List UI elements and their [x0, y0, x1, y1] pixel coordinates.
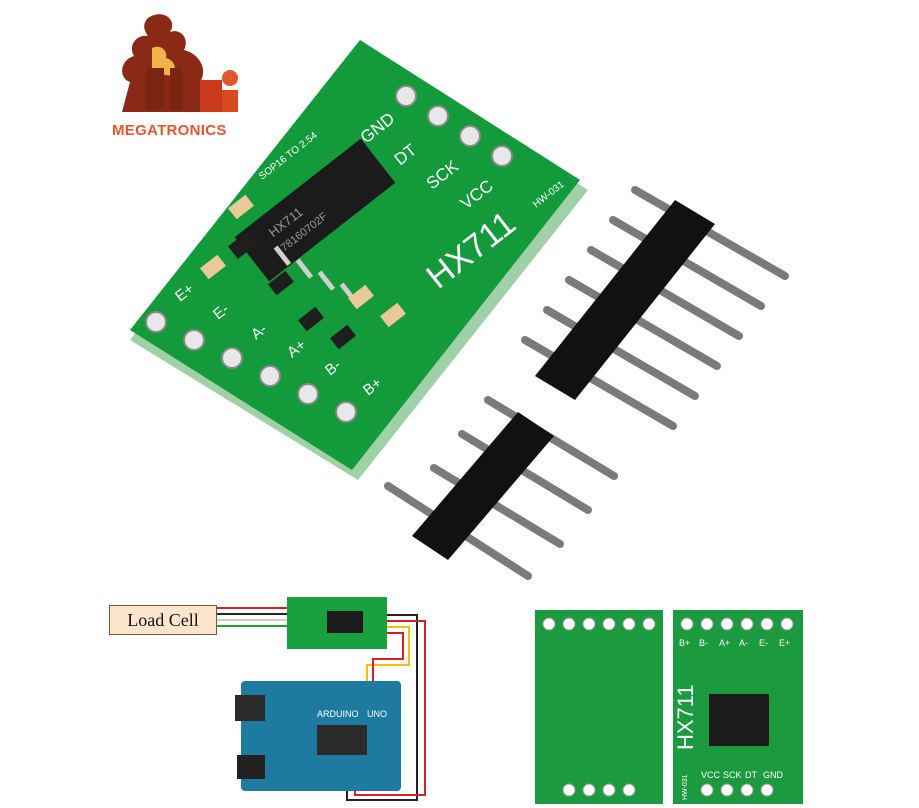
arduino-model: UNO: [367, 709, 387, 719]
front-model: HW-031: [682, 774, 689, 800]
front-pin-e-minus: E-: [759, 638, 768, 648]
board-back-view: [535, 610, 663, 804]
board-front-view: B+ B- A+ A- E- E+ HX711 HW-031 VCC SCK D…: [673, 610, 803, 804]
front-pin-b-minus: B-: [699, 638, 708, 648]
pin-header-6: [521, 186, 789, 430]
pin-header-4: [384, 396, 618, 580]
load-cell-box: Load Cell: [109, 605, 217, 635]
front-title: HX711: [673, 684, 698, 750]
front-pin-e-plus: E+: [779, 638, 790, 648]
front-pin-vcc: VCC: [701, 770, 721, 780]
front-pin-a-plus: A+: [719, 638, 730, 648]
front-pin-sck: SCK: [723, 770, 742, 780]
brand-name: MEGATRONICS: [112, 122, 227, 139]
arduino-brand: ARDUINO: [317, 709, 359, 719]
hx711-board-photo: HX711 78160702F HX711 HW-031 SOP16 TO 2.…: [130, 40, 588, 480]
megatronics-logo: [122, 14, 238, 112]
front-pin-a-minus: A-: [739, 638, 748, 648]
front-pin-b-plus: B+: [679, 638, 690, 648]
pcb-green: [130, 40, 580, 470]
front-pin-dt: DT: [745, 770, 757, 780]
front-pin-gnd: GND: [763, 770, 784, 780]
wiring-diagram: ARDUINO UNO: [217, 597, 426, 801]
